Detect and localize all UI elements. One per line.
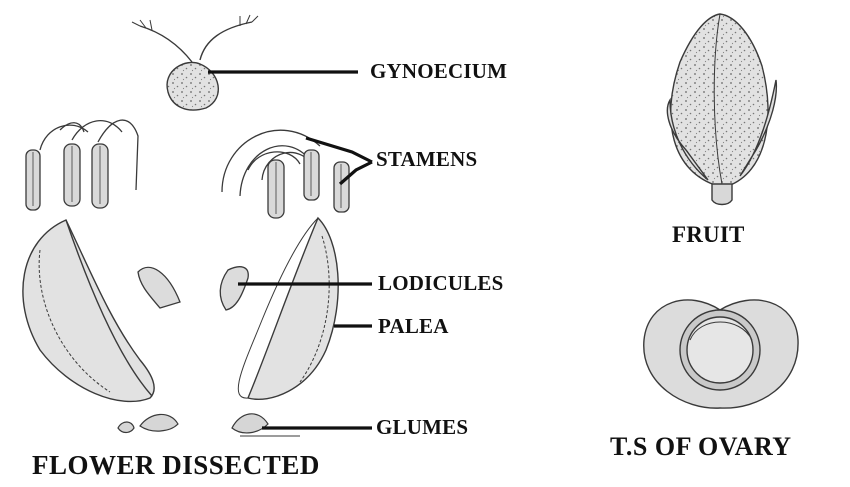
fruit-label: FRUIT [672, 222, 745, 248]
gynoecium-label: GYNOECIUM [370, 59, 507, 84]
glumes-drawing [118, 414, 300, 436]
palea-label: PALEA [378, 314, 449, 339]
flower-dissected-label: FLOWER DISSECTED [32, 450, 320, 481]
gynoecium-drawing [132, 15, 258, 110]
stamens-left-drawing [26, 120, 138, 210]
glumes-label: GLUMES [376, 415, 468, 440]
stamens-label: STAMENS [376, 147, 477, 172]
palea-left-drawing [23, 220, 154, 401]
stamens-right-drawing [222, 130, 349, 218]
palea-right-drawing [238, 218, 338, 399]
ovary-cross-section-drawing [644, 300, 798, 408]
lodicules-drawing [138, 267, 248, 310]
ts-ovary-label: T.S OF OVARY [610, 432, 792, 462]
lodicules-label: LODICULES [378, 271, 504, 296]
fruit-drawing [667, 14, 776, 205]
